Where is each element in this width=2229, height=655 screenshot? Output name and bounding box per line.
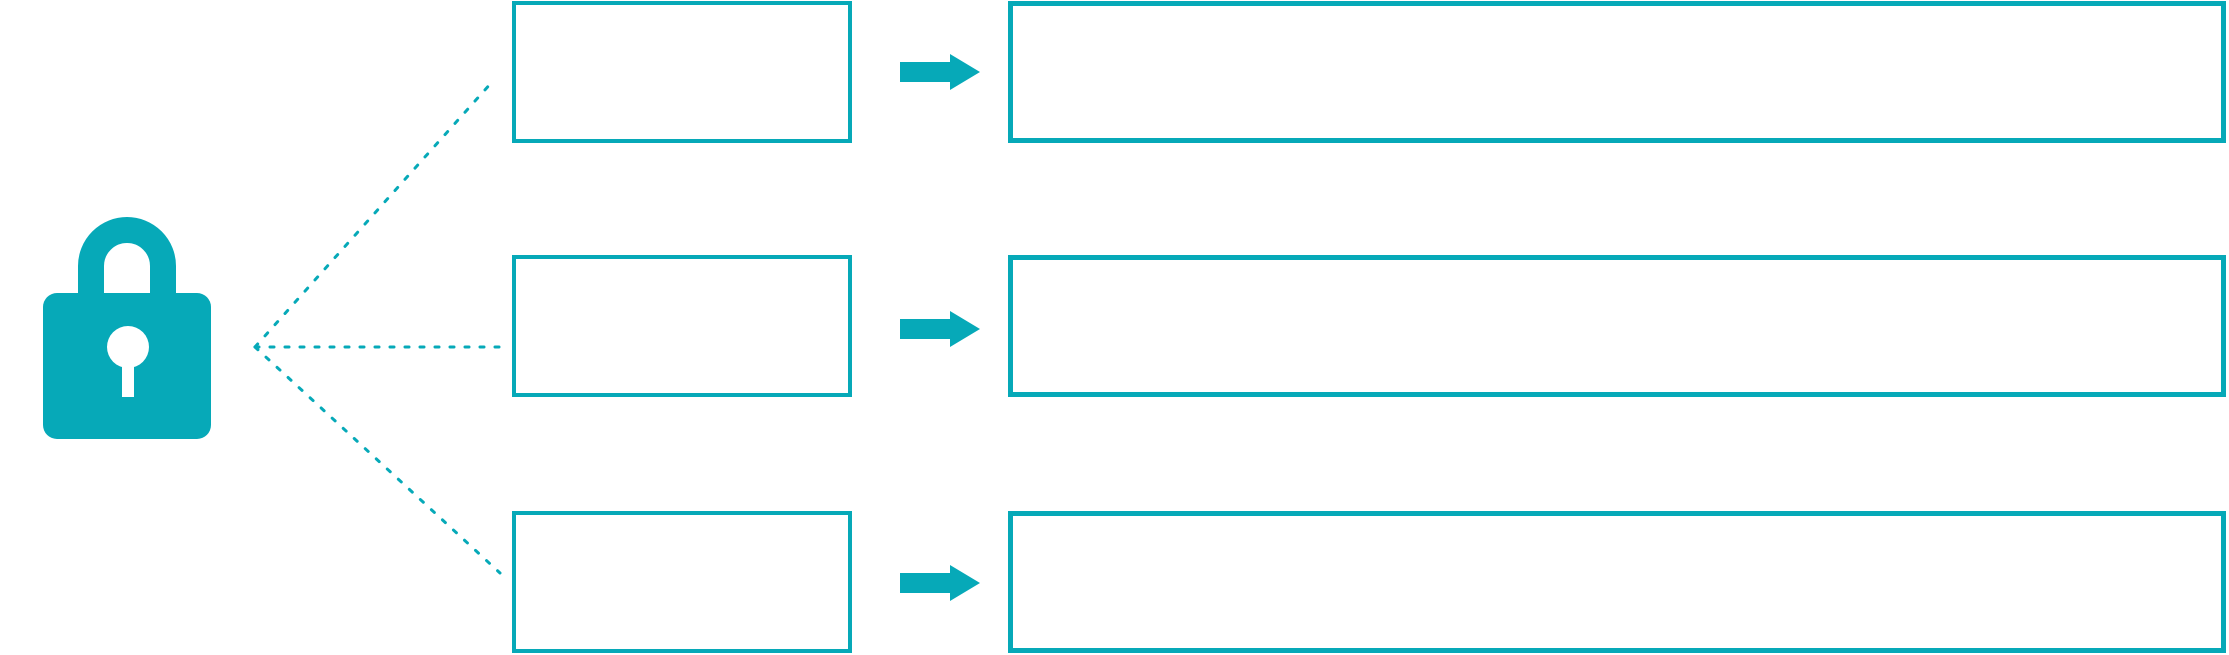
lock-shackle <box>78 217 176 320</box>
dotted-connector-bottom <box>253 345 502 575</box>
topic-box-2 <box>512 255 852 397</box>
arrow-right-icon-1 <box>900 54 980 90</box>
topic-box-1 <box>512 1 852 143</box>
description-box-2 <box>1008 255 2226 397</box>
arrow-right-icon-2 <box>900 311 980 347</box>
connector-lines <box>253 80 502 575</box>
arrow-right-icon-3 <box>900 565 980 601</box>
dotted-connector-top <box>253 80 494 349</box>
topic-box-3 <box>512 511 852 653</box>
lock-keyhole-stem <box>122 359 134 397</box>
description-box-3 <box>1008 511 2226 653</box>
lock-keyhole <box>107 326 149 368</box>
lock-icon <box>43 217 211 439</box>
description-box-1 <box>1008 1 2226 143</box>
